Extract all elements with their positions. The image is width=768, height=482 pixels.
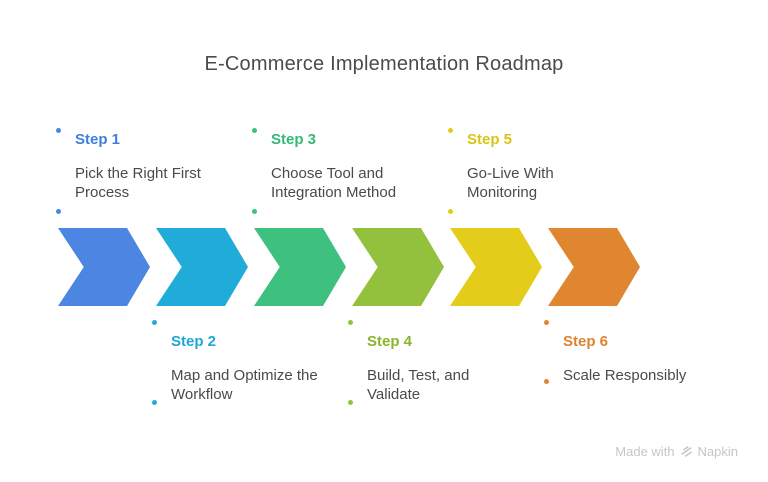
chevron-step-2	[156, 228, 248, 306]
step-3-label: Step 3	[271, 131, 317, 148]
step-4-label: Step 4	[367, 333, 413, 350]
step-2-dot-bottom	[152, 400, 157, 405]
step-1-label: Step 1	[75, 131, 121, 148]
step-6-dot-bottom	[544, 379, 549, 384]
step-1-dot-top	[56, 128, 61, 133]
watermark-brand: Napkin	[697, 444, 738, 459]
step-3-description: Choose Tool and Integration Method	[271, 165, 397, 201]
step-4-dot-bottom	[348, 400, 353, 405]
made-with-napkin-watermark: Made with Napkin	[615, 444, 738, 459]
step-1-description: Pick the Right First Process	[75, 165, 201, 201]
chevron-step-6	[548, 228, 640, 306]
watermark-prefix: Made with	[615, 444, 675, 459]
step-1-dot-bottom	[56, 209, 61, 214]
step-4-description: Build, Test, and Validate	[367, 367, 470, 403]
chevron-step-4	[352, 228, 444, 306]
step-3-dot-top	[252, 128, 257, 133]
page-title: E-Commerce Implementation Roadmap	[204, 53, 564, 75]
step-2-dot-top	[152, 320, 157, 325]
napkin-logo-icon	[680, 445, 693, 458]
step-2-description: Map and Optimize the Workflow	[171, 367, 318, 403]
step-4-dot-top	[348, 320, 353, 325]
chevron-step-1	[58, 228, 150, 306]
step-5-dot-top	[448, 128, 453, 133]
step-5-label: Step 5	[467, 131, 513, 148]
step-6-label: Step 6	[563, 333, 609, 350]
step-2-label: Step 2	[171, 333, 217, 350]
step-5-dot-bottom	[448, 209, 453, 214]
chevron-step-5	[450, 228, 542, 306]
step-5-description: Go-Live With Monitoring	[467, 165, 554, 201]
step-6-description: Scale Responsibly	[563, 367, 687, 384]
step-6-dot-top	[544, 320, 549, 325]
chevron-step-3	[254, 228, 346, 306]
step-3-dot-bottom	[252, 209, 257, 214]
